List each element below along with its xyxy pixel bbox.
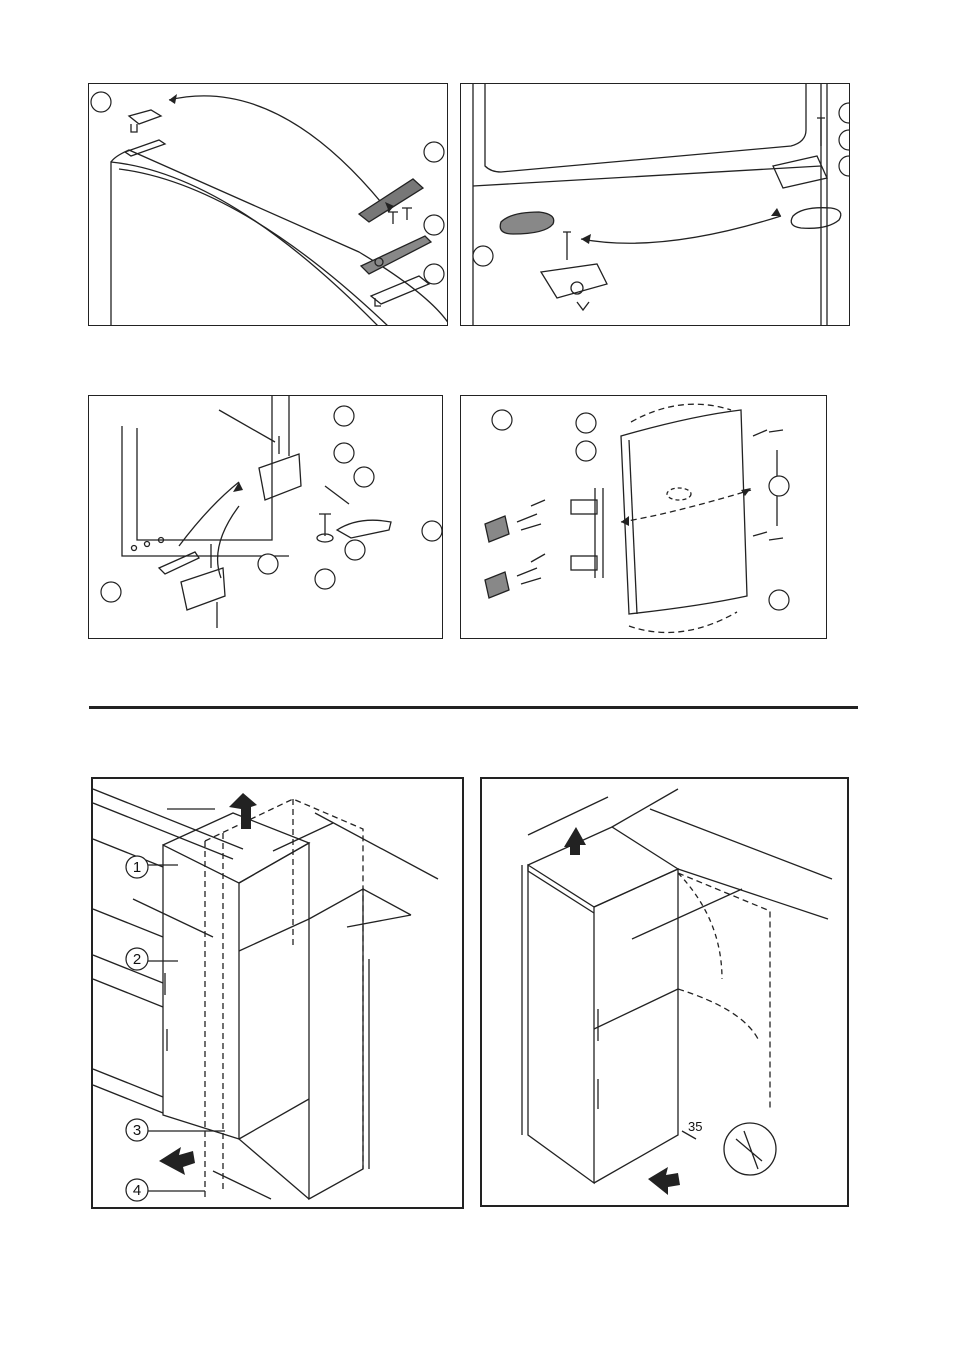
leveling-angle-label: 35 — [688, 1119, 702, 1134]
callout-4: 4 — [133, 1182, 141, 1199]
section-divider — [89, 706, 858, 709]
niche-install-drawing: 1 2 3 4 — [93, 779, 464, 1209]
figure-panel-hinge-swap — [460, 83, 850, 326]
callout-1: 1 — [133, 859, 141, 876]
figure-panel-door-handle — [460, 395, 827, 639]
hinge-swap-drawing — [461, 84, 850, 326]
figure-panel-top-cover — [88, 83, 448, 326]
figure-panel-niche-install: 1 2 3 4 — [91, 777, 464, 1209]
top-cover-drawing — [89, 84, 448, 326]
dimensions-drawing: 35 — [482, 779, 849, 1207]
figure-panel-dimensions: 35 — [480, 777, 849, 1207]
figure-panel-lower-hinge — [88, 395, 443, 639]
callout-3: 3 — [133, 1122, 141, 1139]
lower-hinge-drawing — [89, 396, 443, 639]
door-handle-drawing — [461, 396, 827, 639]
callout-2: 2 — [133, 951, 141, 968]
